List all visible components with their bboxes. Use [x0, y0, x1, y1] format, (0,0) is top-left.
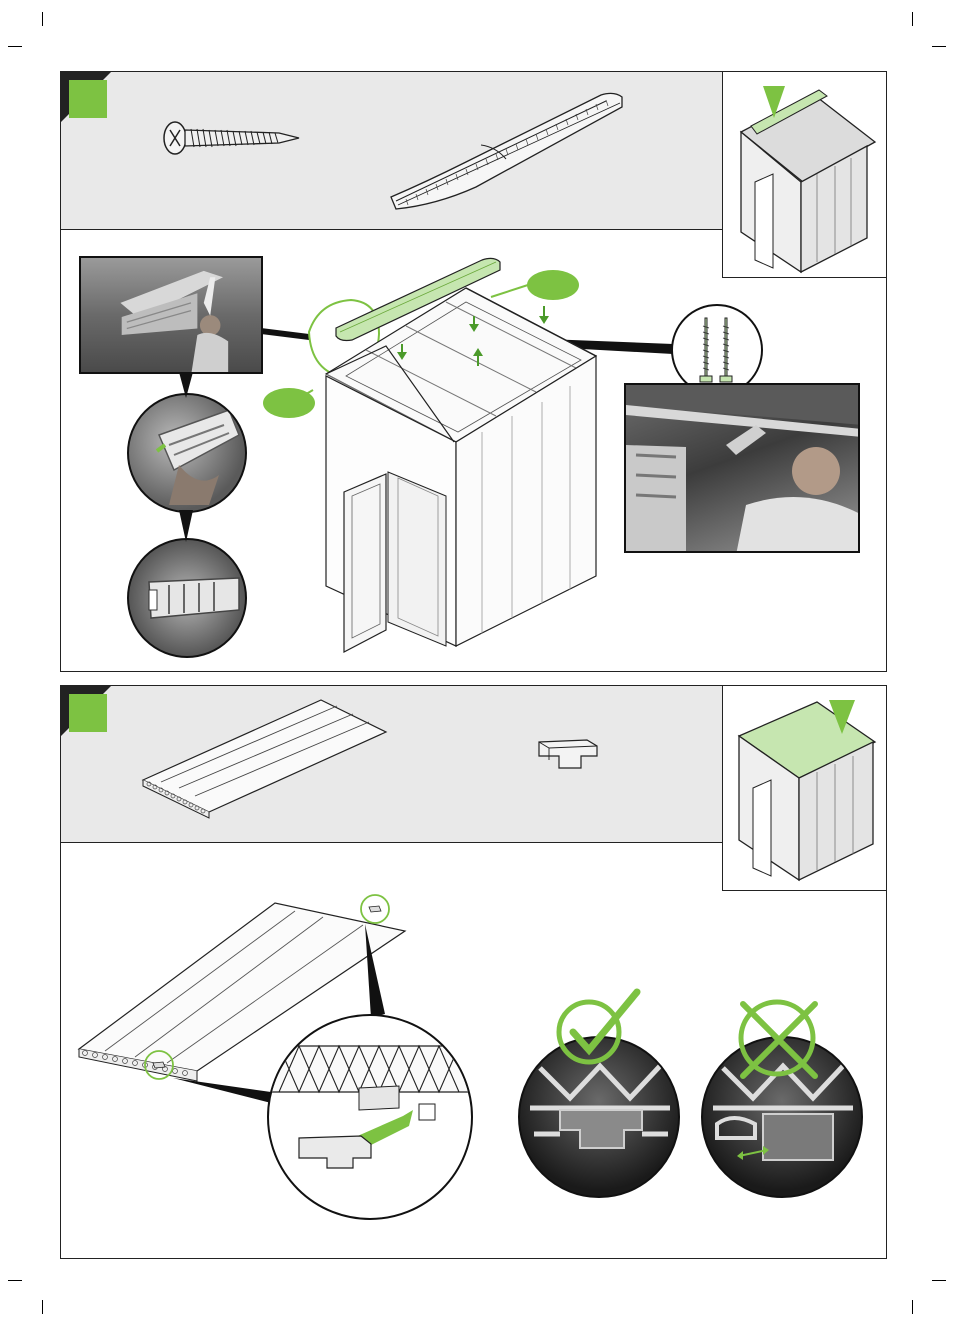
step-panel-2 — [60, 685, 887, 1259]
crop-mark — [932, 1280, 946, 1281]
crop-mark — [8, 1280, 22, 1281]
clip-insertion-illustration — [269, 1016, 473, 1220]
callout-clip-insertion — [267, 1014, 473, 1220]
crop-mark — [912, 1300, 913, 1314]
long-screws-icon — [695, 316, 741, 388]
step-panel-1 — [60, 71, 887, 672]
check-icon — [557, 988, 647, 1068]
shed-assembly-illustration — [306, 246, 616, 656]
photo-screwing-ridge — [624, 383, 860, 553]
crop-mark — [932, 46, 946, 47]
crop-mark — [912, 12, 913, 26]
crop-mark — [8, 46, 22, 47]
crop-mark — [42, 1300, 43, 1314]
cross-icon — [733, 996, 829, 1080]
crop-mark — [42, 12, 43, 26]
photo-illustration — [626, 385, 860, 553]
